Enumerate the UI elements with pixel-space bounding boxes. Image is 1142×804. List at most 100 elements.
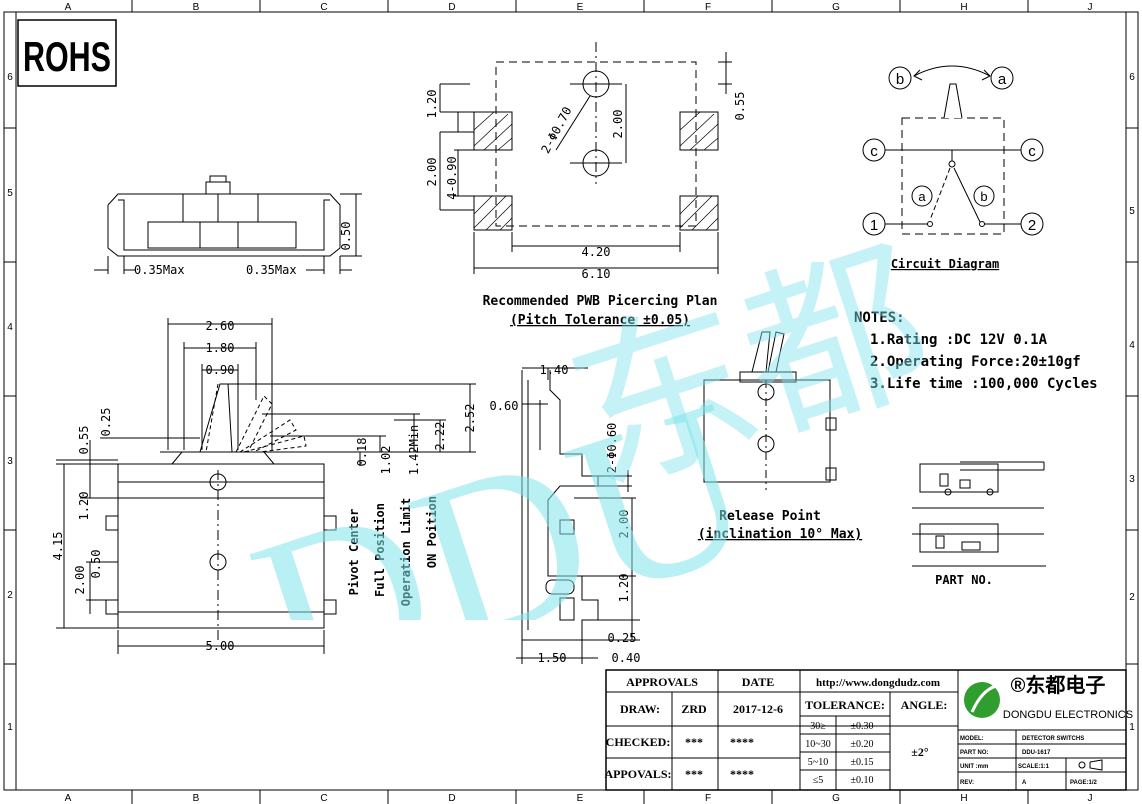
tol-value: ±0.10: [851, 775, 874, 786]
col-label: C: [320, 2, 327, 13]
front-dim-260: 2.60: [206, 319, 235, 333]
circuit-diagram: [880, 65, 1024, 235]
circuit-b-mid: b: [980, 189, 987, 204]
notes: NOTES: 1.Rating :DC 12V 0.1A 2.Operating…: [854, 310, 1098, 392]
col-label: D: [448, 2, 455, 13]
release-title: Release Point: [719, 509, 821, 524]
outer-frame: [3, 11, 1139, 791]
col-label: F: [705, 2, 711, 13]
tol-value: ±0.30: [851, 721, 874, 732]
pwb-plan: [439, 42, 732, 274]
pwb-title: Recommended PWB Picercing Plan: [483, 294, 718, 309]
circle-2: [1020, 212, 1044, 236]
note-item: 3.Life time :100,000 Cycles: [870, 376, 1098, 392]
front-dim-025: 0.25: [99, 408, 113, 437]
side2-dim-120: 1.20: [617, 574, 631, 603]
tb-model-key: MODEL:: [960, 736, 984, 742]
tb-url: http://www.dongdudz.com: [816, 677, 940, 689]
pwb-subtitle: (Pitch Tolerance ±0.05): [510, 313, 690, 328]
rohs-box: [17, 19, 117, 87]
row-label: 2: [1129, 592, 1135, 603]
tb-rev-val: A: [1022, 780, 1027, 786]
col-label: J: [1088, 793, 1093, 804]
dim-left-max: 0.35Max: [134, 263, 185, 277]
dim-right-max: 0.35Max: [246, 263, 297, 277]
tb-model-val: DETECTOR SWITCHS: [1022, 736, 1084, 742]
row-label: 4: [7, 322, 13, 333]
front-dim-055: 0.55: [77, 426, 91, 455]
front-dim-120: 1.20: [77, 492, 91, 521]
circuit-b-top: b: [896, 71, 904, 88]
circle-c-left: [862, 138, 886, 162]
col-label: G: [832, 2, 840, 13]
inner-frame: [15, 11, 1127, 791]
col-label: F: [705, 793, 711, 804]
front-dim-142: 1.42Min: [407, 425, 421, 476]
col-label: D: [448, 793, 455, 804]
row-label: 3: [7, 456, 13, 467]
front-dim-500: 5.00: [206, 639, 235, 653]
tol-range: 10~30: [805, 739, 830, 750]
circuit-a-top: a: [998, 71, 1007, 88]
label-full-position: Full Position: [373, 503, 387, 597]
company-name-cn: ®东都电子: [1011, 673, 1106, 697]
tb-checked: CHECKED:: [606, 735, 671, 749]
tb-partno-key: PART NO:: [960, 750, 989, 756]
row-label: 5: [7, 188, 13, 199]
row-label: 1: [1129, 722, 1135, 733]
tb-stars: ****: [730, 767, 754, 781]
tb-stars: ***: [685, 767, 703, 781]
col-label: A: [65, 793, 72, 804]
tb-rev-key: REV:: [960, 780, 974, 786]
part-no-label: PART NO.: [935, 573, 993, 587]
tol-range: 30≥: [810, 721, 826, 732]
label-operation-limit: Operation Limit: [399, 498, 413, 606]
circle-b-mid: [973, 185, 995, 207]
side-view-2: [516, 367, 640, 664]
front-dim-050: 0.50: [89, 550, 103, 579]
projection-icon: [1078, 759, 1103, 771]
tb-appovals: APPOVALS:: [604, 767, 671, 781]
pwb-dim-top: 1.20: [425, 90, 439, 119]
circuit-a-mid: a: [918, 189, 926, 204]
circle-a-mid: [911, 185, 933, 207]
side2-dim-040: 0.40: [612, 651, 641, 665]
tb-drawer: ZRD: [681, 702, 707, 716]
note-item: 1.Rating :DC 12V 0.1A: [870, 332, 1048, 348]
dim-height: 0.50: [339, 222, 353, 251]
note-item: 2.Operating Force:20±10gf: [870, 354, 1081, 370]
row-label: 2: [7, 590, 13, 601]
tb-scale: SCALE:1:1: [1018, 764, 1050, 770]
circuit-1: 1: [870, 217, 878, 234]
tb-unit: UNIT :mm: [960, 764, 988, 770]
tb-partno-val: DDU-1617: [1022, 750, 1051, 756]
front-dim-200: 2.00: [73, 566, 87, 595]
row-label: 4: [1129, 340, 1135, 351]
part-no-drawings: [912, 461, 1046, 567]
col-label: G: [832, 793, 840, 804]
row-label: 1: [7, 722, 13, 733]
side2-dim-140: 1.40: [540, 363, 569, 377]
circle-a-top: [990, 66, 1014, 90]
notes-title: NOTES:: [854, 310, 905, 326]
side2-dim-200: 2.00: [617, 510, 631, 539]
title-block: [605, 669, 1127, 791]
front-dim-018: 0.18: [355, 438, 369, 467]
circuit-c-left: c: [870, 143, 878, 160]
col-label: C: [320, 793, 327, 804]
rohs-label: ROHS: [23, 33, 111, 80]
tb-angle-val: ±2°: [911, 745, 929, 759]
tb-draw: DRAW:: [620, 702, 660, 716]
col-label: H: [960, 793, 967, 804]
col-label: E: [577, 2, 584, 13]
company-name-en: DONGDU ELECTRONICS: [1003, 709, 1133, 721]
front-dim-415: 4.15: [51, 532, 65, 561]
release-subtitle: (inclination 10° Max): [698, 527, 862, 542]
grid-ticks: [4, 0, 1138, 804]
pwb-dim-420: 4.20: [582, 245, 611, 259]
side2-dim-025: 0.25: [608, 631, 637, 645]
tb-stars: ****: [730, 735, 754, 749]
tb-tolerance: TOLERANCE:: [805, 698, 885, 712]
side2-dim-060: 0.60: [490, 399, 519, 413]
row-label: 6: [7, 72, 13, 83]
